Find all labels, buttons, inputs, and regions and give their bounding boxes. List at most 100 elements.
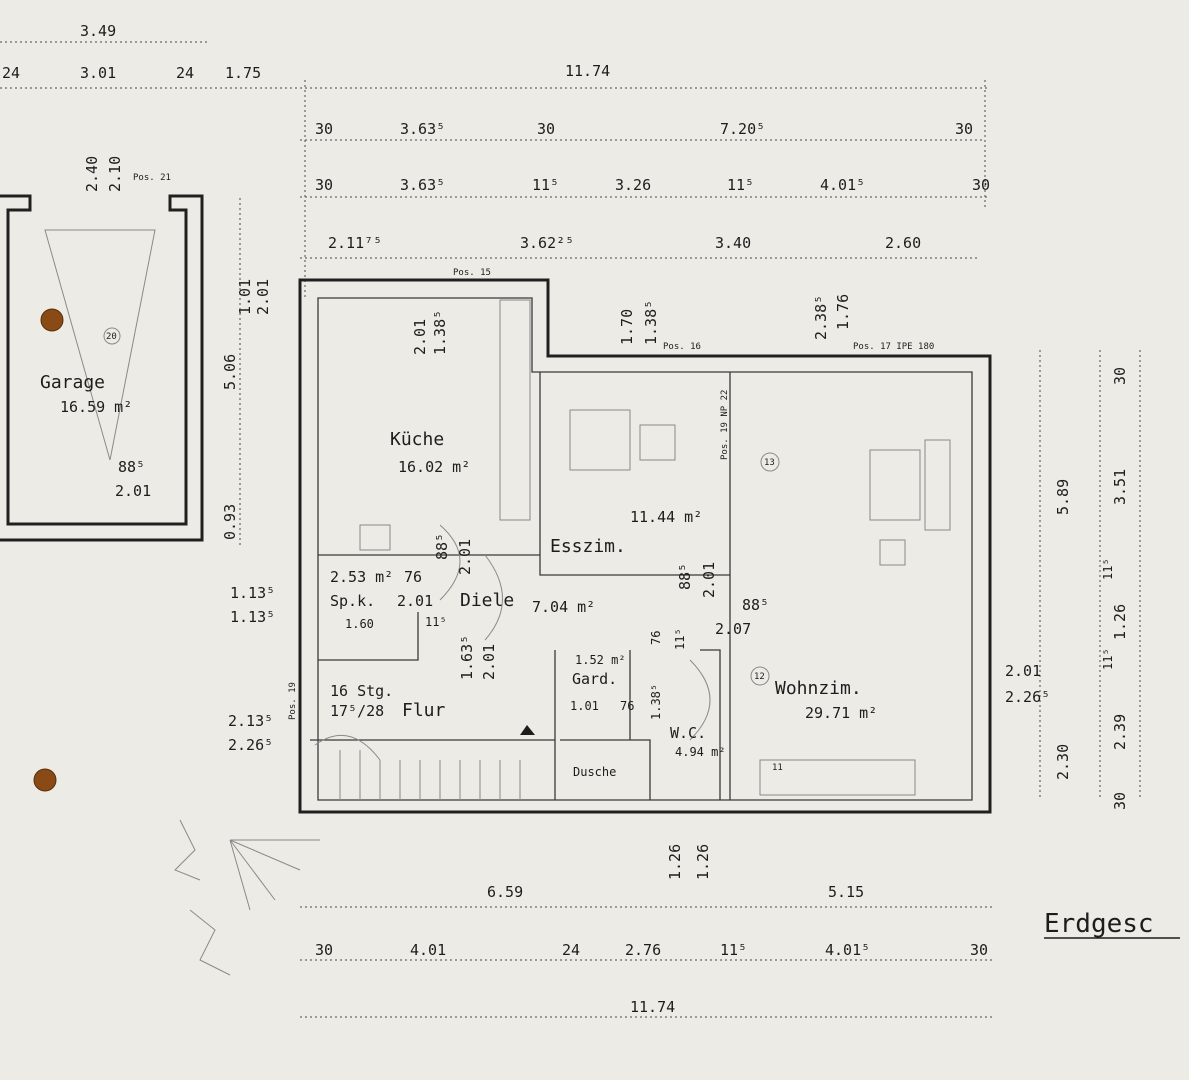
dim-text: 1.38⁵ bbox=[431, 310, 449, 355]
dim-text: 2.26⁵ bbox=[1005, 688, 1050, 706]
dim-text: 1.60 bbox=[345, 617, 374, 631]
room-diele: Diele 7.04 m² 1.63⁵ 2.01 11⁵ 76 bbox=[425, 590, 663, 680]
room-flur: 16 Stg. 17⁵/28 Flur Pos. 19 bbox=[288, 682, 535, 735]
dim-text: 2.10 bbox=[106, 156, 124, 192]
punch-hole-icon bbox=[40, 308, 64, 332]
room-name: Gard. bbox=[572, 670, 617, 688]
dim-text: 6.59 bbox=[487, 883, 523, 901]
dim-text: 11.74 bbox=[565, 62, 610, 80]
stairs-ratio: 17⁵/28 bbox=[330, 702, 384, 720]
dim-text: 11⁵ bbox=[532, 176, 559, 194]
dim-text: 24 bbox=[2, 64, 20, 82]
dim-text: 2.40 bbox=[83, 156, 101, 192]
dim-text: 4.01 bbox=[410, 941, 446, 959]
furniture-sketches bbox=[359, 299, 951, 796]
room-name: Esszim. bbox=[550, 536, 626, 557]
door-width: 2.07 bbox=[715, 620, 751, 638]
dim-text: 2.30 bbox=[1054, 744, 1072, 780]
door-height: 88⁵ bbox=[433, 533, 451, 560]
dim-text: 2.76 bbox=[625, 941, 661, 959]
staircase bbox=[314, 734, 521, 800]
dim-text: 1.13⁵ bbox=[230, 608, 275, 626]
dim-text: 11⁵ bbox=[1101, 558, 1115, 580]
dim-text: 2.38⁵ bbox=[812, 295, 830, 340]
room-name: Flur bbox=[402, 700, 446, 721]
dim-text: 30 bbox=[955, 120, 973, 138]
room-area: 11.44 m² bbox=[630, 508, 702, 526]
door-width: 2.01 bbox=[115, 482, 151, 500]
room-garage: Garage 16.59 m² 88⁵ 2.01 2.40 2.10 Pos. … bbox=[40, 156, 171, 500]
position-label: Pos. 19 bbox=[288, 682, 298, 720]
dim-text: 1.38⁵ bbox=[649, 684, 663, 720]
dim-text: 11⁵ bbox=[720, 941, 747, 959]
left-dimensions: 5.06 1.01 2.01 0.93 1.13⁵ 1.13⁵ 2.13⁵ 2.… bbox=[221, 279, 275, 754]
entrance-symbol bbox=[174, 819, 320, 976]
door-height: 88⁵ bbox=[676, 563, 694, 590]
dim-text: 1.01 bbox=[570, 699, 599, 713]
main-walls bbox=[298, 278, 992, 814]
room-name: Wohnzim. bbox=[775, 678, 862, 699]
room-name: Sp.k. bbox=[330, 592, 375, 610]
dim-text: 2.01 bbox=[254, 279, 272, 315]
dim-text: 7.20⁵ bbox=[720, 120, 765, 138]
position-label: Pos. 16 bbox=[663, 342, 701, 352]
dim-text: 2.01 bbox=[397, 592, 433, 610]
dim-text: 3.51 bbox=[1111, 469, 1129, 505]
room-wc: W.C. 4.94 m² bbox=[670, 724, 726, 759]
dim-text: 3.26 bbox=[615, 176, 651, 194]
dim-text: 24 bbox=[176, 64, 194, 82]
dim-text: 1.75 bbox=[225, 64, 261, 82]
dim-text: 2.01 bbox=[411, 319, 429, 355]
room-dusche: Dusche bbox=[573, 765, 616, 779]
dim-text: 2.39 bbox=[1111, 714, 1129, 750]
dim-text: 3.49 bbox=[80, 22, 116, 40]
dim-text: 2.26⁵ bbox=[228, 736, 273, 754]
dim-text: 2.13⁵ bbox=[228, 712, 273, 730]
tag-circle bbox=[750, 666, 770, 686]
garage-walls bbox=[0, 194, 204, 542]
tag-number: 13 bbox=[764, 458, 775, 468]
room-speisekammer: 2.53 m² 76 Sp.k. 2.01 1.60 bbox=[330, 568, 433, 631]
room-area: 4.94 m² bbox=[675, 745, 726, 759]
dim-text: 1.13⁵ bbox=[230, 584, 275, 602]
dim-text: 1.26 bbox=[666, 844, 684, 880]
room-kueche: Küche 16.02 m² 2.01 1.38⁵ Pos. 15 88⁵ 2.… bbox=[390, 268, 491, 575]
dim-text: 1.26 bbox=[1111, 604, 1129, 640]
room-name: Dusche bbox=[573, 765, 616, 779]
position-label: Pos. 19 NP 22 bbox=[720, 390, 730, 460]
dim-text: 11⁵ bbox=[425, 615, 447, 629]
room-area: 16.59 m² bbox=[60, 398, 132, 416]
dim-text: 11⁵ bbox=[727, 176, 754, 194]
dim-text: 76 bbox=[649, 631, 663, 645]
tag-number: 12 bbox=[754, 672, 765, 682]
room-name: Küche bbox=[390, 429, 444, 450]
dim-text: 1.26 bbox=[694, 844, 712, 880]
door-height: 88⁵ bbox=[742, 596, 769, 614]
dimension-lines bbox=[0, 41, 1141, 1018]
dim-text: 3.40 bbox=[715, 234, 751, 252]
dim-text: 1.38⁵ bbox=[642, 300, 660, 345]
dim-text: 1.76 bbox=[834, 294, 852, 330]
dim-text: 76 bbox=[404, 568, 422, 586]
room-area: 2.53 m² bbox=[330, 568, 393, 586]
dim-text: 4.01⁵ bbox=[825, 941, 870, 959]
dim-text: 2.01 bbox=[480, 644, 498, 680]
dim-text: 2.11⁷⁵ bbox=[328, 234, 382, 252]
dim-text: 11.74 bbox=[630, 998, 675, 1016]
room-esszim: 11.44 m² Esszim. 1.70 1.38⁵ Pos. 16 Pos.… bbox=[550, 300, 730, 598]
garage-door-swing bbox=[44, 229, 156, 461]
punch-hole-icon bbox=[33, 768, 57, 792]
tag-number: 20 bbox=[106, 332, 117, 342]
dim-text: 24 bbox=[562, 941, 580, 959]
position-label: Pos. 17 IPE 180 bbox=[853, 342, 934, 352]
tag-circle bbox=[103, 327, 121, 345]
dim-text: 5.15 bbox=[828, 883, 864, 901]
room-area: 16.02 m² bbox=[398, 458, 470, 476]
stairs-count: 16 Stg. bbox=[330, 682, 393, 700]
room-name: Diele bbox=[460, 590, 514, 611]
dim-text: 1.01 bbox=[236, 279, 254, 315]
bottom-dimensions: 6.59 5.15 30 4.01 24 2.76 11⁵ 4.01⁵ 30 1… bbox=[315, 844, 988, 1016]
room-garderobe: 1.52 m² Gard. 1.01 76 1.38⁵ 11⁵ bbox=[570, 628, 687, 720]
dim-text: 2.60 bbox=[885, 234, 921, 252]
